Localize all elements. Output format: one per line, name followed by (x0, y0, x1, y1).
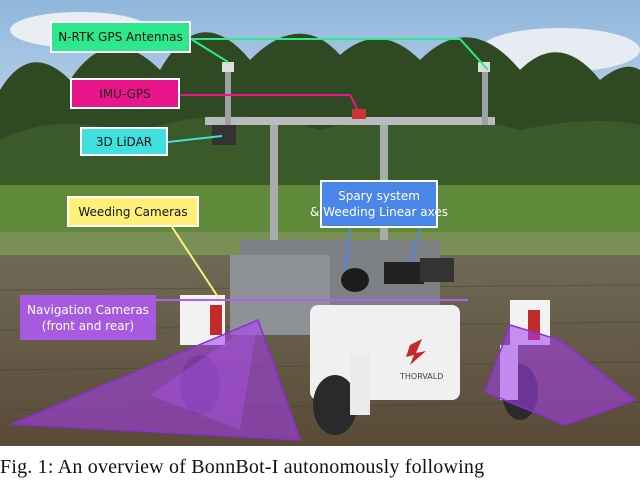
connector-lines (156, 38, 489, 301)
nav-label-line2: (front and rear) (41, 318, 135, 333)
spray-label-line2: & Weeding Linear axes (310, 205, 448, 219)
weeding-cameras-label: Weeding Cameras (67, 196, 199, 227)
photo-scene: N-RTK GPS Antennas IMU-GPS 3D LiDAR Weed… (0, 0, 640, 446)
cloud (480, 28, 640, 72)
nav-camera-view-rear (484, 324, 637, 426)
navigation-cameras-label: Navigation Cameras (front and rear) (20, 295, 156, 340)
spray-label-line1: Spary system (338, 189, 420, 203)
spray-system-label: Spary system & Weeding Linear axes (310, 180, 448, 228)
robot (180, 62, 550, 435)
nav-label-line1: Navigation Cameras (27, 302, 149, 317)
gps-antennas-label: N-RTK GPS Antennas (50, 21, 191, 53)
figure-caption: Fig. 1: An overview of BonnBot-I autonom… (0, 456, 485, 478)
robot-brand-text: THORVALD (400, 372, 444, 381)
imu-gps-label: IMU-GPS (70, 78, 180, 109)
lidar-label: 3D LiDAR (80, 127, 168, 156)
nav-camera-view-front (11, 318, 302, 441)
